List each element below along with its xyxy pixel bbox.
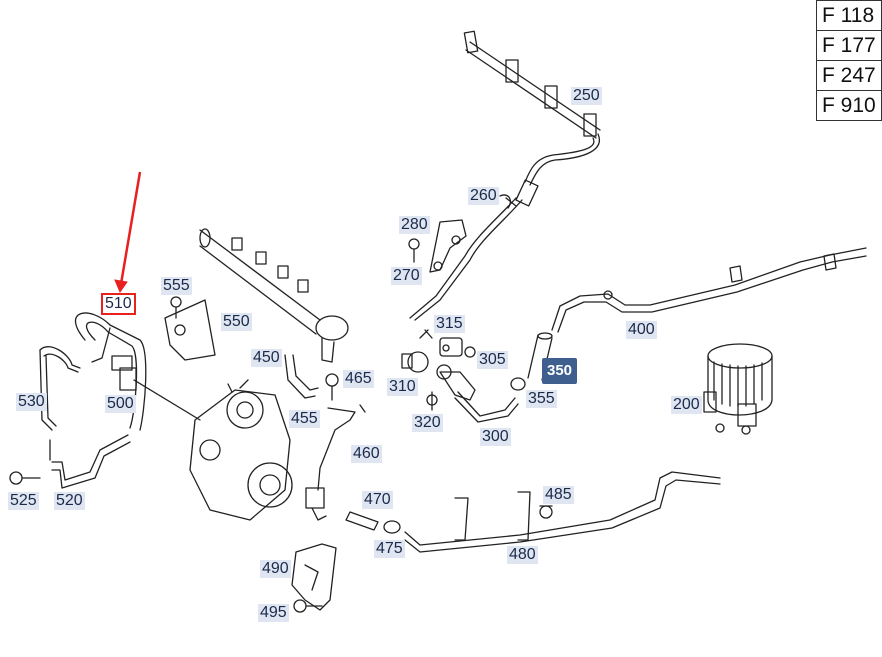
clip-260 bbox=[499, 194, 517, 209]
part-label-475[interactable]: 475 bbox=[374, 540, 405, 558]
part-label-480[interactable]: 480 bbox=[507, 546, 538, 564]
fuel-line-400 bbox=[551, 247, 867, 333]
part-label-400[interactable]: 400 bbox=[626, 321, 657, 339]
part-label-355[interactable]: 355 bbox=[526, 390, 557, 408]
part-label-310[interactable]: 310 bbox=[387, 378, 418, 396]
ref-code: F 177 bbox=[816, 30, 882, 61]
part-label-315[interactable]: 315 bbox=[434, 315, 465, 333]
hose-450 bbox=[284, 354, 319, 399]
pointer-arrow bbox=[114, 171, 142, 294]
part-label-455[interactable]: 455 bbox=[289, 410, 320, 428]
hose-470 bbox=[345, 511, 401, 534]
part-label-305[interactable]: 305 bbox=[477, 351, 508, 369]
line-460 bbox=[305, 404, 366, 521]
reference-code-table: F 118 F 177 F 247 F 910 bbox=[816, 0, 882, 121]
pump-200 bbox=[703, 343, 773, 435]
line-520 bbox=[49, 434, 131, 489]
part-label-270[interactable]: 270 bbox=[391, 267, 422, 285]
bolt-485 bbox=[539, 505, 553, 519]
part-label-460[interactable]: 460 bbox=[351, 445, 382, 463]
bolt-465 bbox=[325, 373, 339, 401]
ref-code: F 910 bbox=[816, 90, 882, 121]
ref-code: F 247 bbox=[816, 60, 882, 91]
part-label-520[interactable]: 520 bbox=[54, 492, 85, 510]
line-530 bbox=[39, 346, 81, 431]
ref-code: F 118 bbox=[816, 0, 882, 31]
bracket-550 bbox=[164, 296, 216, 361]
part-label-510[interactable]: 510 bbox=[101, 293, 136, 315]
small-parts-300-group bbox=[401, 329, 519, 423]
part-label-470[interactable]: 470 bbox=[362, 491, 393, 509]
fuel-rail-550 bbox=[199, 228, 349, 363]
part-label-350[interactable]: 350 bbox=[542, 358, 578, 384]
part-label-320[interactable]: 320 bbox=[412, 414, 443, 432]
part-label-530[interactable]: 530 bbox=[16, 393, 47, 411]
part-label-465[interactable]: 465 bbox=[343, 370, 374, 388]
part-label-525[interactable]: 525 bbox=[8, 492, 39, 510]
high-pressure-pump bbox=[189, 379, 293, 521]
fitting-500 bbox=[111, 355, 201, 421]
part-label-550[interactable]: 550 bbox=[221, 313, 252, 331]
part-label-495[interactable]: 495 bbox=[258, 604, 289, 622]
line-480 bbox=[404, 471, 721, 553]
bolt-525 bbox=[9, 471, 41, 485]
part-label-555[interactable]: 555 bbox=[161, 277, 192, 295]
part-label-200[interactable]: 200 bbox=[671, 396, 702, 414]
part-label-485[interactable]: 485 bbox=[543, 486, 574, 504]
part-label-300[interactable]: 300 bbox=[480, 428, 511, 446]
bolt-495 bbox=[293, 599, 323, 613]
bracket-280 bbox=[429, 219, 467, 273]
fuel-rail-250 bbox=[409, 30, 601, 321]
part-label-250[interactable]: 250 bbox=[571, 87, 602, 105]
part-label-500[interactable]: 500 bbox=[105, 395, 136, 413]
part-label-260[interactable]: 260 bbox=[468, 187, 499, 205]
bolt-270 bbox=[408, 238, 420, 263]
bracket-490 bbox=[291, 543, 337, 611]
part-label-280[interactable]: 280 bbox=[399, 216, 430, 234]
part-label-490[interactable]: 490 bbox=[260, 560, 291, 578]
part-label-450[interactable]: 450 bbox=[251, 349, 282, 367]
